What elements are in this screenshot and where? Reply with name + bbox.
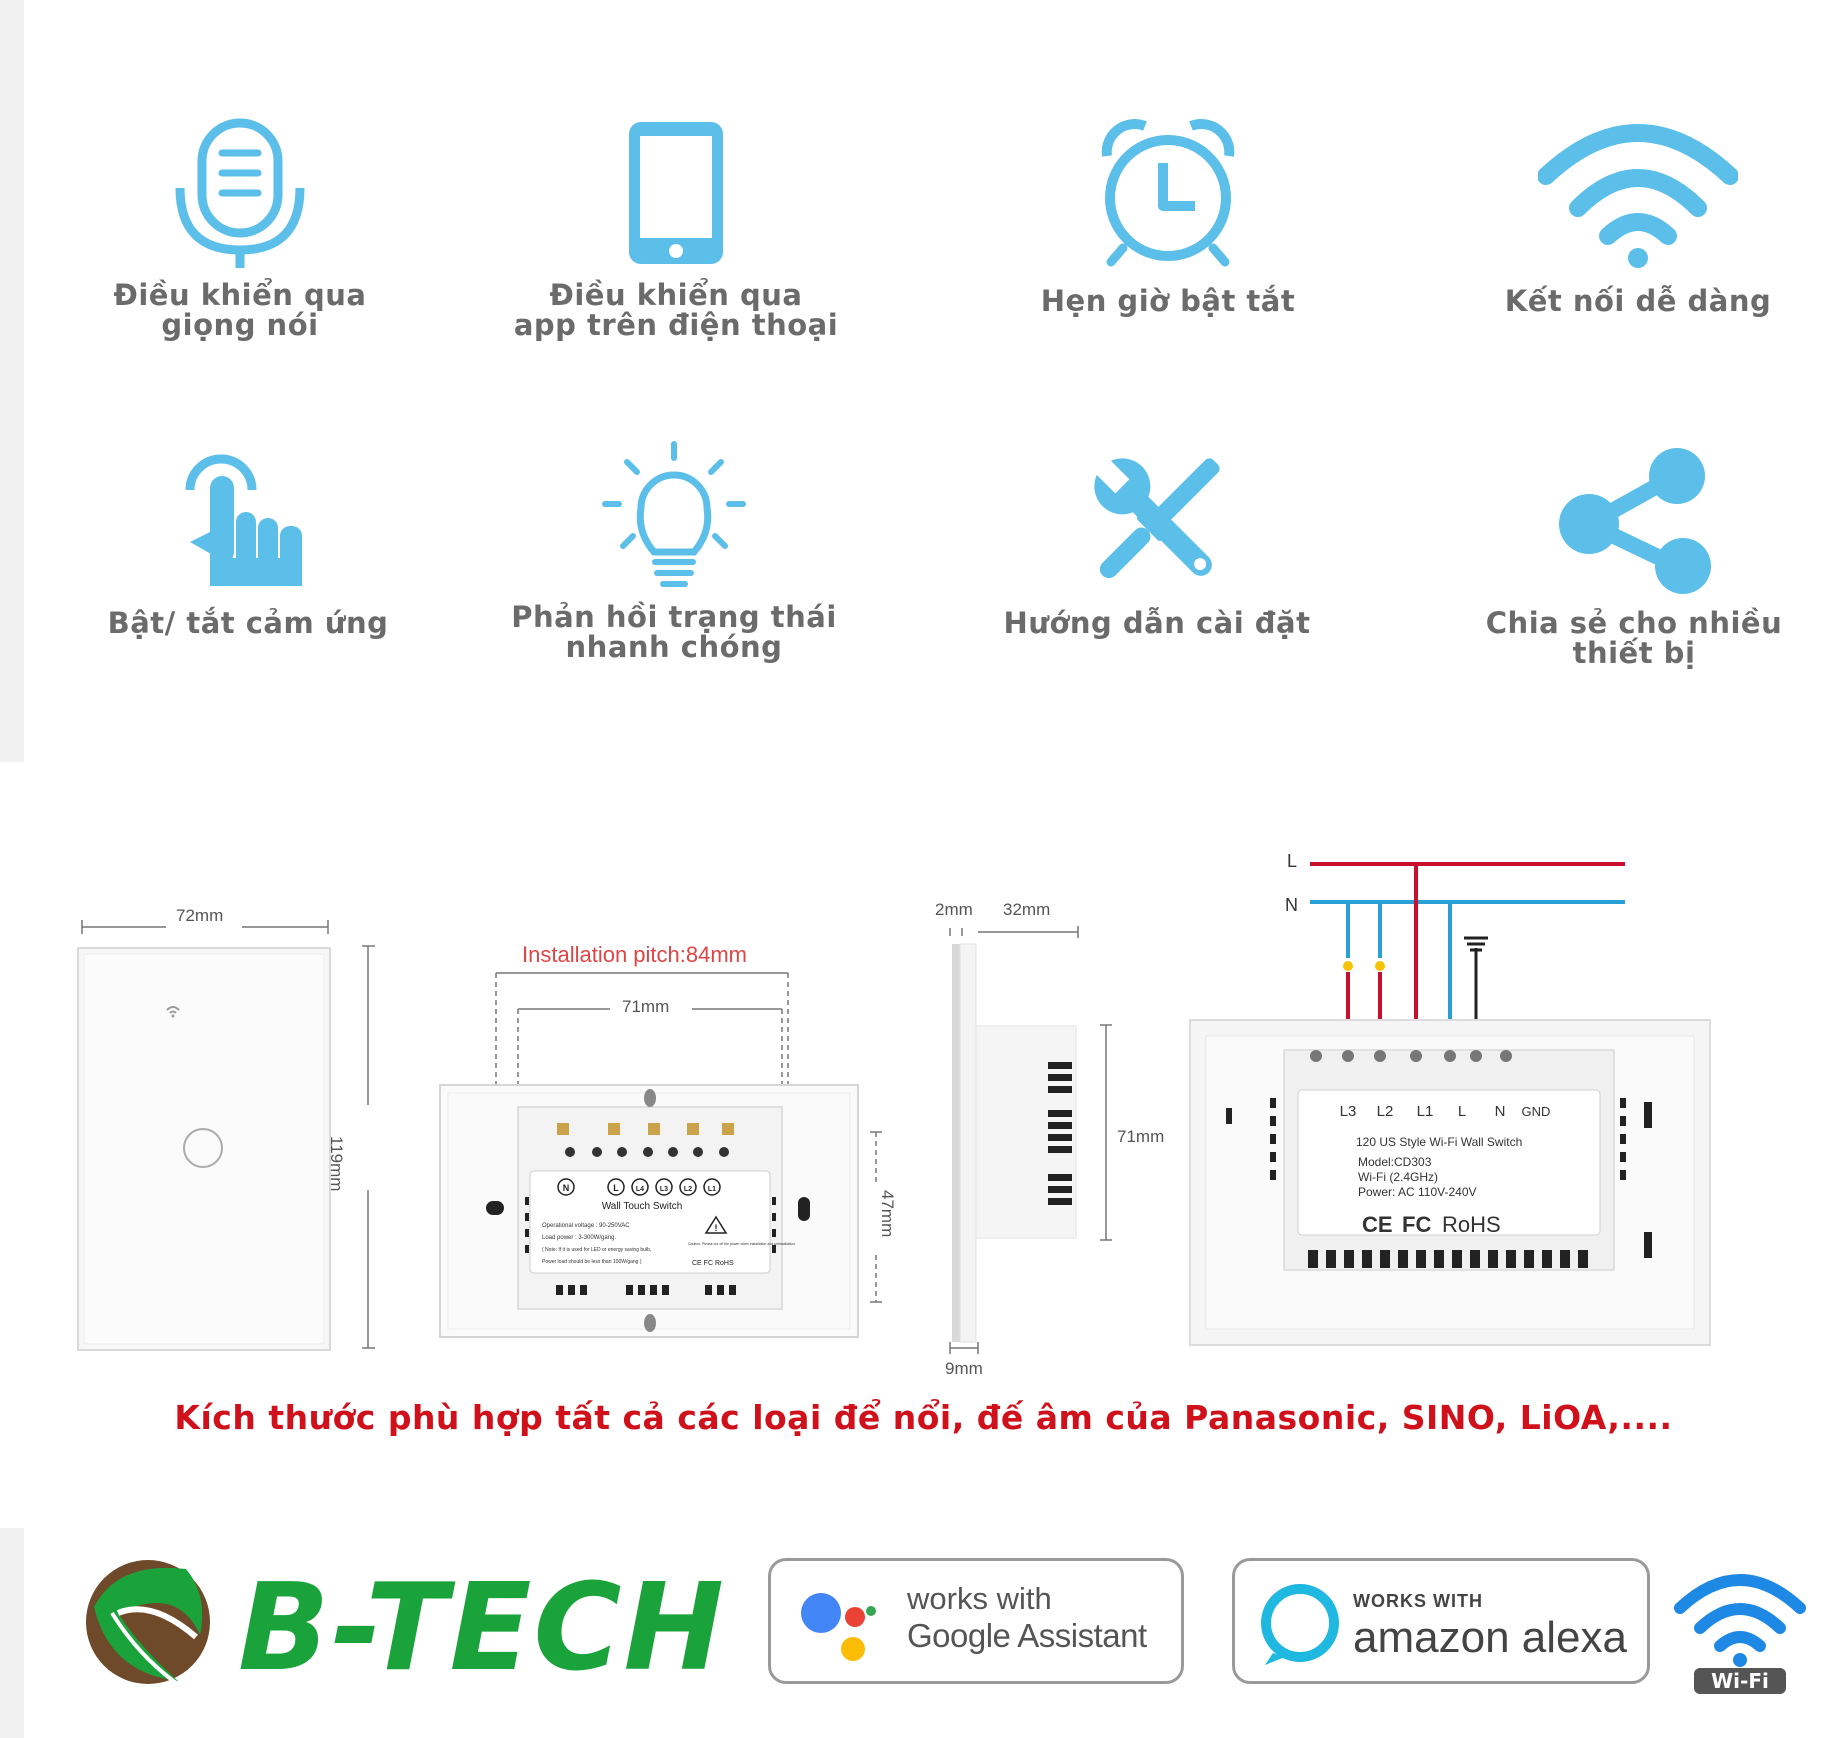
feature-label: Bật/ tắt cảm ứng (107, 606, 389, 640)
amazon-alexa-badge: WORKS WITH amazon alexa (1232, 1558, 1650, 1684)
back-module-line: ( Note: If it is used for LED or energy … (542, 1247, 651, 1253)
back-module-line: Load power : 3-300W/gang. (542, 1235, 616, 1241)
back-terminal-label: L1 (708, 1186, 716, 1193)
side-view-diagram (949, 926, 1112, 1354)
ce-mark: CE (1362, 1212, 1393, 1237)
btech-logo: B-TECH (86, 1559, 726, 1689)
feature-touch: Bật/ tắt cảm ứng (28, 446, 468, 638)
product-power: Power: AC 110V-240V (1358, 1185, 1477, 1199)
feature-status-feedback: Phản hồi trạng thái nhanh chóng (454, 440, 894, 662)
back-module-line: Power load should be less than 100W/gang… (542, 1259, 642, 1265)
feature-label: Chia sẻ cho nhiều thiết bị (1485, 606, 1783, 670)
front-panel-diagram (77, 920, 375, 1351)
google-badge-line2: Google Assistant (907, 1617, 1147, 1654)
google-assistant-badge: works with Google Assistant (768, 1558, 1184, 1684)
compatibility-caption: Kích thước phù hợp tất cả các loại để nổ… (174, 1398, 1673, 1437)
back-module-line: Operational voltage : 90-250VAC (542, 1223, 630, 1229)
touch-hand-icon (185, 454, 302, 586)
back-terminal-label: N (563, 1183, 570, 1193)
terminal-label-gnd: GND (1522, 1104, 1551, 1119)
wifi-icon (1538, 124, 1738, 268)
side-height-label: 71mm (1117, 1127, 1165, 1146)
light-bulb-icon (602, 441, 746, 587)
feature-timer: Hẹn giờ bật tắt (948, 118, 1388, 316)
terminal-label-n: N (1495, 1103, 1506, 1120)
side-depth-label: 32mm (1003, 900, 1051, 919)
wifi-logo-text: Wi-Fi (1711, 1669, 1769, 1693)
feature-share: Chia sẻ cho nhiều thiết bị (1414, 446, 1847, 668)
alexa-badge-line2: amazon alexa (1353, 1613, 1627, 1662)
feature-label: Phản hồi trạng thái nhanh chóng (511, 600, 837, 664)
back-terminal-label: L2 (684, 1186, 692, 1193)
wifi-certified-logo: Wi-Fi (1674, 1574, 1806, 1694)
feature-app-control: Điều khiển qua app trên điện thoại (456, 118, 896, 340)
product-title: 120 US Style Wi-Fi Wall Switch (1356, 1135, 1522, 1149)
front-width-label: 72mm (176, 906, 224, 925)
wire-label-live: L (1287, 851, 1298, 871)
fcc-mark: FC (1402, 1212, 1431, 1237)
feature-label: Hướng dẫn cài đặt (1003, 606, 1311, 640)
feature-label: Điều khiển qua giọng nói (113, 278, 367, 342)
smartphone-icon (629, 122, 723, 264)
terminal-label-l2: L2 (1377, 1103, 1394, 1120)
back-module-title: Wall Touch Switch (602, 1201, 683, 1212)
product-wifi: Wi-Fi (2.4GHz) (1358, 1170, 1438, 1184)
side-bottom-label: 9mm (945, 1359, 983, 1378)
btech-wordmark: B-TECH (238, 1559, 726, 1689)
microphone-icon (175, 118, 305, 268)
terminal-label-l3: L3 (1340, 1103, 1357, 1120)
google-badge-line1: works with (907, 1581, 1052, 1616)
installation-pitch-label: Installation pitch:84mm (522, 942, 747, 967)
feature-easy-connect: Kết nối dễ dàng (1418, 118, 1847, 316)
back-panel-diagram: N L L4 L3 L2 L1 Wall Touch Switch Operat… (439, 972, 882, 1338)
product-model: Model:CD303 (1358, 1155, 1432, 1169)
back-width-label: 71mm (622, 997, 670, 1016)
svg-text:!: ! (715, 1223, 718, 1233)
front-height-label: 119mm (327, 1136, 346, 1192)
back-module-caution: Caution: Please cut off the power when i… (688, 1242, 796, 1246)
back-terminal-label: L3 (660, 1186, 668, 1193)
tools-icon (1094, 458, 1220, 579)
wire-label-neutral: N (1285, 895, 1298, 915)
terminal-label-l1: L1 (1417, 1103, 1434, 1120)
wiring-diagram: L3 L2 L1 L N GND 120 US Style Wi-Fi Wall… (1189, 862, 1711, 1346)
feature-label: Hẹn giờ bật tắt (1040, 284, 1296, 318)
back-terminal-label: L (613, 1183, 619, 1193)
alexa-ring-icon (1261, 1584, 1339, 1665)
alarm-clock-icon (1101, 119, 1235, 267)
back-terminal-label: L4 (636, 1186, 644, 1193)
alexa-badge-line1: WORKS WITH (1353, 1591, 1483, 1611)
feature-voice-control: Điều khiển qua giọng nói (20, 118, 460, 340)
side-glass-label: 2mm (935, 900, 973, 919)
share-icon (1559, 448, 1711, 594)
back-module-marks: CE FC RoHS (692, 1260, 734, 1267)
google-assistant-icon (801, 1593, 876, 1661)
caution-triangle-icon (704, 1215, 728, 1234)
left-edge-strip-top (0, 0, 24, 762)
left-edge-strip-bottom (0, 1528, 24, 1738)
rohs-mark: RoHS (1442, 1212, 1501, 1237)
feature-label: Điều khiển qua app trên điện thoại (513, 278, 839, 342)
terminal-label-l: L (1458, 1103, 1466, 1120)
feature-label: Kết nối dễ dàng (1504, 284, 1772, 318)
feature-install-guide: Hướng dẫn cài đặt (937, 446, 1377, 638)
